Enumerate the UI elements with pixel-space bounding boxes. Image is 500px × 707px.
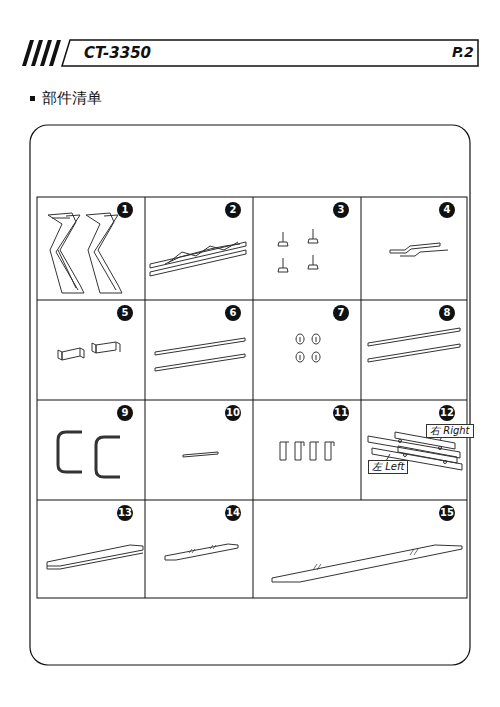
model-number: CT-3350 (84, 46, 151, 61)
truss-beam (150, 242, 246, 276)
callout-number: 5 (117, 305, 133, 321)
callout-number: 13 (117, 505, 133, 521)
callout-number: 4 (439, 202, 455, 218)
connector-bar (390, 243, 448, 256)
leveling-foot (278, 229, 318, 272)
callout-number: 6 (225, 305, 241, 321)
bullet (30, 96, 35, 101)
short-rod (183, 452, 218, 457)
callout-number: 15 (439, 505, 455, 521)
callout-number: 12 (439, 405, 455, 421)
glass-panel (272, 545, 462, 582)
callout-number: 7 (333, 305, 349, 321)
page-number: P.2 (452, 45, 474, 59)
glass-panel (165, 544, 238, 560)
grid (37, 197, 467, 598)
hook (280, 442, 334, 460)
long-rod (155, 338, 245, 371)
shelf-board (47, 545, 143, 569)
callout-number: 9 (117, 405, 133, 421)
header-box (62, 40, 478, 66)
callout-number: 10 (225, 405, 241, 421)
side-label: 左 Left (368, 460, 408, 474)
bracket (58, 342, 120, 360)
u-support (58, 432, 120, 477)
callout-number: 8 (439, 305, 455, 321)
long-rod (368, 328, 460, 362)
callout-number: 2 (225, 202, 241, 218)
header-bars (22, 40, 61, 66)
leg-frame (48, 213, 122, 293)
callout-number: 3 (333, 202, 349, 218)
cam-nut (296, 334, 320, 362)
section-heading: 部件清单 (42, 91, 102, 106)
side-label: 右 Right (426, 424, 474, 438)
panel (30, 125, 470, 665)
callout-number: 1 (117, 202, 133, 218)
callout-number: 14 (225, 505, 241, 521)
callout-number: 11 (333, 405, 349, 421)
